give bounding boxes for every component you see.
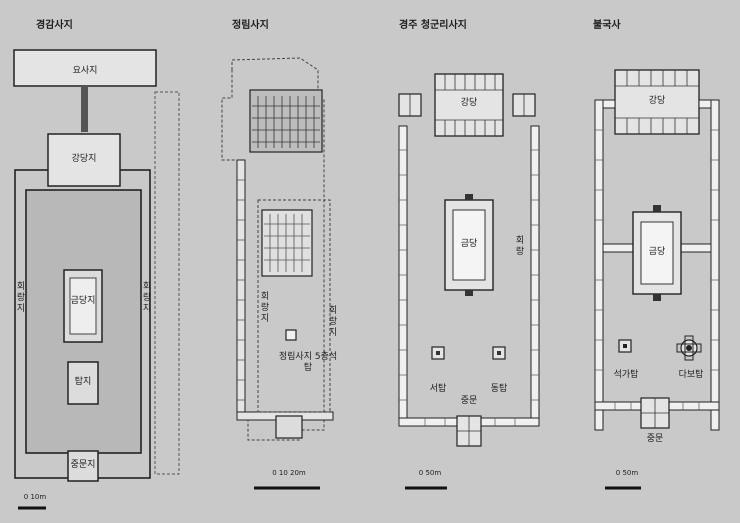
main-hall-inner <box>69 277 97 335</box>
corridor-east <box>710 99 720 431</box>
panel-title: 정림사지 <box>232 20 269 31</box>
gate-ruins <box>275 415 303 439</box>
monks-quarters-building <box>13 49 157 87</box>
corridor-ticks <box>595 129 719 410</box>
gate-label: 중문 <box>460 396 478 406</box>
lecture-hall-grid <box>252 96 320 148</box>
corridor-west <box>236 159 246 421</box>
gate-label: 중문 <box>646 434 664 444</box>
lecture-hall-building <box>47 133 121 187</box>
corridor-ticks <box>399 149 539 426</box>
panel-cheonggunnisaji: 경주 청군리사지 강당 금당 회랑 서탑 동탑 중문 0 50m <box>385 0 565 523</box>
panel-title: 불국사 <box>593 20 621 31</box>
east-pagoda-label: 동탑 <box>490 384 508 394</box>
corridor-left-label: 회랑지 <box>260 292 270 324</box>
corridor-right-label: 회랑지 <box>328 306 338 338</box>
corridor-west <box>594 99 604 431</box>
gate-label: 중문지 <box>70 460 96 470</box>
lecture-hall-label: 강당 <box>460 98 478 108</box>
panel-title: 경감사지 <box>36 20 73 31</box>
panel-bulguksa: 불국사 강당 금당 석가탑 다보탑 중문 0 50m <box>565 0 740 523</box>
main-hall-label: 금당 <box>648 247 666 257</box>
dashed-outer-wall <box>154 91 180 475</box>
lecture-hall-label: 강당 <box>648 96 666 106</box>
lecture-hall-label: 강당지 <box>71 154 97 164</box>
pagoda-label: 정림사지 5층석탑 <box>278 352 338 373</box>
scale-label: 0 50m <box>418 469 442 477</box>
main-hall-grid <box>264 214 310 272</box>
lecture-hall-ruins <box>249 89 323 153</box>
panel-1-plan <box>13 49 180 510</box>
corridor-west <box>398 125 408 427</box>
panel-2-plan <box>221 57 334 490</box>
scale-label: 0 10m <box>23 493 47 501</box>
monks-quarters-label: 요사지 <box>72 66 98 76</box>
seokgatap-label: 석가탑 <box>613 370 639 380</box>
dabotap-label: 다보탑 <box>678 370 704 380</box>
panel-jeongnimsaji: 정림사지 회랑지 회랑지 정림사지 5층석탑 0 10 20m <box>200 0 380 523</box>
main-hall-label: 금당지 <box>70 296 96 306</box>
corridor-label: 회랑 <box>515 236 525 257</box>
west-pagoda-label: 서탑 <box>429 384 447 394</box>
connector-passage <box>81 86 88 132</box>
main-hall-label: 금당 <box>460 239 478 249</box>
lecture-hall-building <box>434 73 504 137</box>
panel-3-plan <box>398 73 540 490</box>
dabotap-pagoda <box>676 335 702 361</box>
lecture-hall-grid <box>615 70 699 134</box>
five-story-pagoda <box>285 329 297 341</box>
panel-title: 경주 청군리사지 <box>399 20 467 31</box>
corridor-right-label: 회랑지 <box>142 282 152 314</box>
corridor-middle-west <box>602 243 634 253</box>
main-hall-ruins <box>261 209 313 277</box>
corridor-left-label: 회랑지 <box>16 282 26 314</box>
main-hall-inner <box>640 221 674 285</box>
pagoda-label: 탑지 <box>74 377 92 387</box>
panel-4-plan <box>594 69 720 490</box>
corridor-east <box>530 125 540 427</box>
panel-gyeonggamsaji: 경감사지 요사지 강당지 회랑지 회랑지 금당지 탑지 중문지 0 10m <box>0 0 185 523</box>
scale-label: 0 10 20m <box>272 469 306 477</box>
lecture-hall-grid <box>435 74 503 136</box>
courtyard-outline <box>257 199 331 413</box>
corridor-west-ticks <box>237 179 245 401</box>
gate-building <box>67 450 99 482</box>
corridor-middle-east <box>680 243 712 253</box>
main-hall-inner <box>452 209 486 281</box>
scale-label: 0 50m <box>615 469 639 477</box>
pagoda-site <box>67 361 99 405</box>
site-outline <box>221 57 325 441</box>
